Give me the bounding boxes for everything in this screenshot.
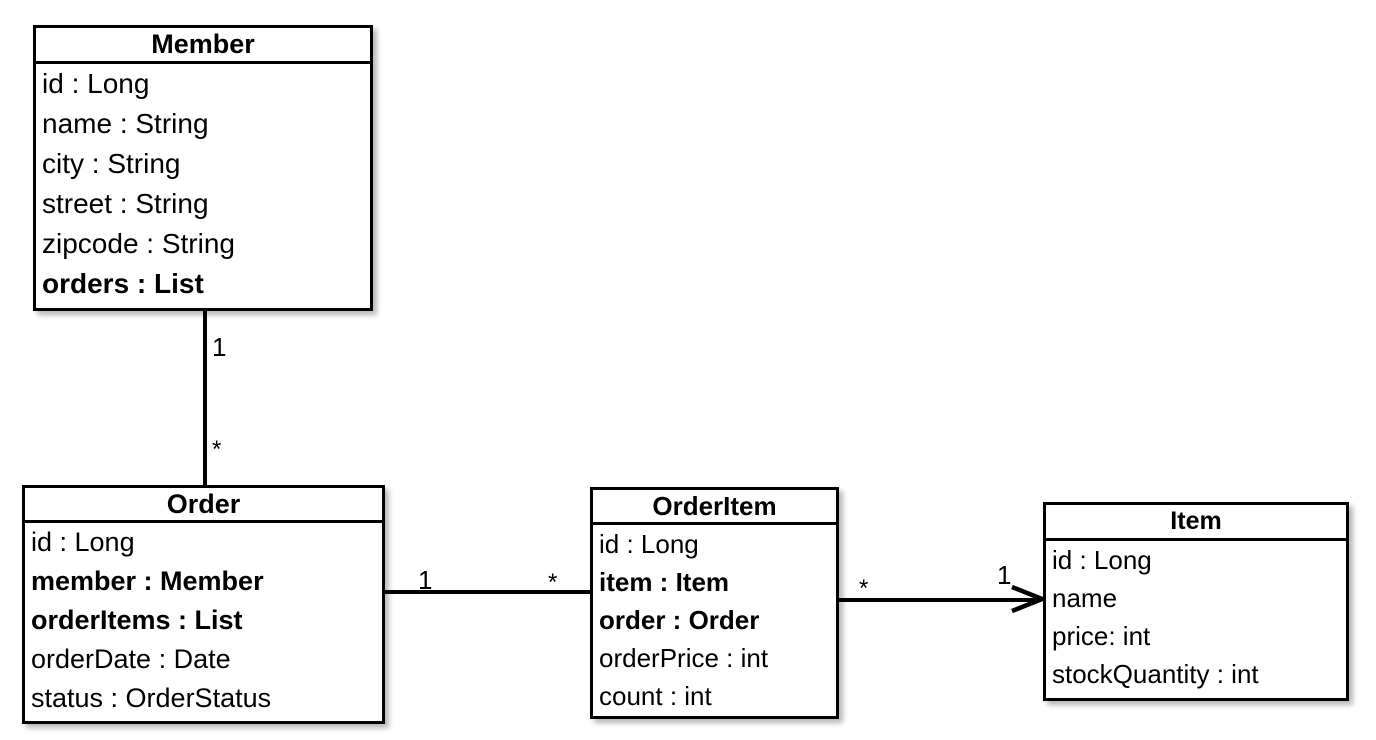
multiplicity-orderitem-item-source: * bbox=[859, 575, 869, 602]
class-attribute: name : String bbox=[42, 108, 209, 139]
class-attribute: id : Long bbox=[31, 527, 135, 557]
class-attribute: price: int bbox=[1052, 621, 1151, 651]
class-attributes-item: id : Long name price: int stockQuantity … bbox=[1046, 541, 1346, 693]
multiplicity-order-orderitem-target: * bbox=[548, 569, 558, 596]
class-attribute: street : String bbox=[42, 188, 209, 219]
class-attribute: id : Long bbox=[1052, 545, 1152, 575]
class-attribute: zipcode : String bbox=[42, 228, 235, 259]
class-title-order: Order bbox=[25, 488, 382, 523]
class-title-orderitem: OrderItem bbox=[593, 490, 836, 525]
class-attribute: orderDate : Date bbox=[31, 644, 231, 674]
class-title-member: Member bbox=[36, 28, 370, 64]
association-line-orderitem-item[interactable] bbox=[836, 598, 1036, 602]
class-attribute: orders : List bbox=[42, 268, 204, 299]
class-attribute: status : OrderStatus bbox=[31, 683, 272, 713]
class-box-order[interactable]: Order id : Long member : Member orderIte… bbox=[22, 485, 385, 724]
class-attribute: name bbox=[1052, 583, 1118, 613]
class-attribute: orderPrice : int bbox=[599, 643, 769, 673]
association-line-member-order[interactable] bbox=[203, 308, 207, 488]
association-line-order-orderitem[interactable] bbox=[383, 590, 592, 594]
class-attribute: member : Member bbox=[31, 566, 264, 596]
class-attribute: city : String bbox=[42, 148, 181, 179]
multiplicity-order-orderitem-source: 1 bbox=[418, 565, 433, 595]
class-attribute: order : Order bbox=[599, 605, 760, 635]
class-attributes-order: id : Long member : Member orderItems : L… bbox=[25, 523, 382, 718]
class-box-item[interactable]: Item id : Long name price: int stockQuan… bbox=[1043, 502, 1349, 701]
class-box-member[interactable]: Member id : Long name : String city : St… bbox=[33, 25, 373, 311]
multiplicity-orderitem-item-target: 1 bbox=[997, 560, 1012, 590]
class-box-orderitem[interactable]: OrderItem id : Long item : Item order : … bbox=[590, 487, 839, 719]
multiplicity-member-order-target: * bbox=[212, 436, 222, 463]
class-attribute: id : Long bbox=[599, 529, 699, 559]
class-attributes-member: id : Long name : String city : String st… bbox=[36, 64, 370, 304]
class-attribute: orderItems : List bbox=[31, 605, 243, 635]
class-title-item: Item bbox=[1046, 505, 1346, 541]
class-attribute: item : Item bbox=[599, 567, 730, 597]
multiplicity-member-order-source: 1 bbox=[212, 332, 227, 362]
arrow-right-icon bbox=[1011, 584, 1046, 614]
class-attribute: count : int bbox=[599, 681, 712, 711]
class-attributes-orderitem: id : Long item : Item order : Order orde… bbox=[593, 525, 836, 715]
class-attribute: id : Long bbox=[42, 68, 150, 99]
class-attribute: stockQuantity : int bbox=[1052, 659, 1259, 689]
